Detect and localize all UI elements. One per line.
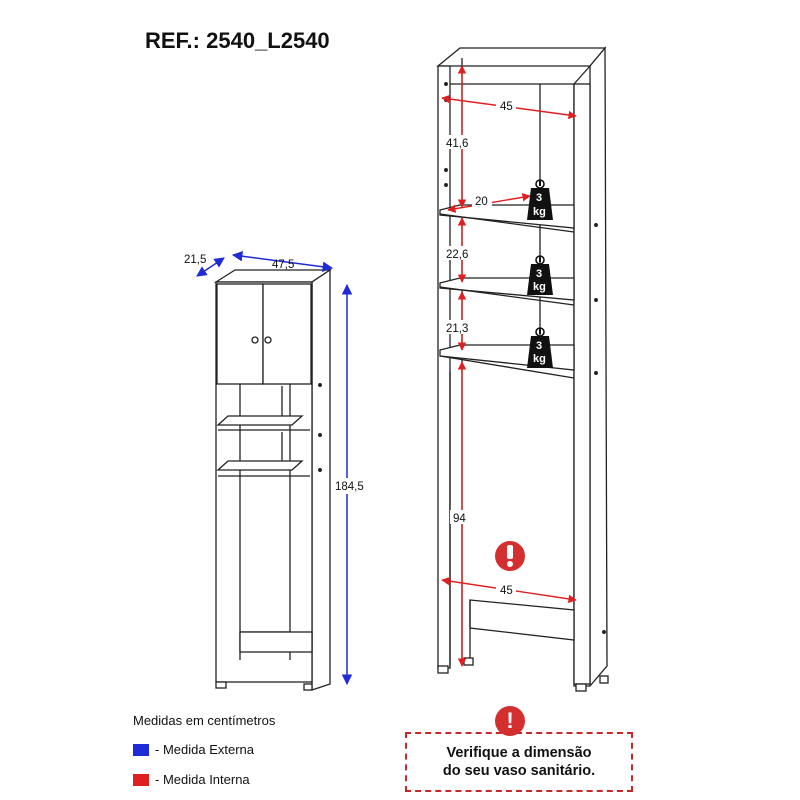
small-depth-label: 21,5 xyxy=(184,254,206,266)
small-shelf-1 xyxy=(216,415,304,426)
svg-text:kg: kg xyxy=(533,353,546,365)
bottom-width-label: 45 xyxy=(500,585,513,597)
svg-text:3: 3 xyxy=(536,192,542,204)
small-cabinet-right-door xyxy=(262,283,312,385)
reference-title: REF.: 2540_L2540 xyxy=(145,28,330,53)
svg-text:3: 3 xyxy=(536,340,542,352)
small-cabinet-side xyxy=(311,268,331,691)
legend-internal: - Medida Interna xyxy=(133,772,250,787)
svg-text:kg: kg xyxy=(533,206,546,218)
svg-text:3: 3 xyxy=(536,268,542,280)
svg-text:kg: kg xyxy=(533,281,546,293)
shelf2-height-label: 21,3 xyxy=(446,323,468,335)
small-cabinet xyxy=(213,268,333,691)
shelf-depth-label: 20 xyxy=(475,196,488,208)
warning-line-1: Verifique a dimensão xyxy=(446,745,592,761)
weight-icon: 3 kg xyxy=(527,179,553,220)
warning-box: Verifique a dimensão do seu vaso sanitár… xyxy=(405,732,633,792)
weight-icon: 3 kg xyxy=(527,327,553,368)
top-width-label: 45 xyxy=(500,101,513,113)
legend-external-label: - Medida Externa xyxy=(155,742,254,757)
bottom-height-label: 94 xyxy=(453,513,466,525)
exclamation-icon xyxy=(495,541,525,571)
large-cabinet-top xyxy=(436,47,607,67)
small-cabinet-top xyxy=(213,269,333,283)
legend-internal-label: - Medida Interna xyxy=(155,772,250,787)
top-height-label: 41,6 xyxy=(446,138,468,150)
legend-title: Medidas em centímetros xyxy=(133,713,276,728)
large-cabinet-left-post xyxy=(437,65,451,669)
shelf1-height-label: 22,6 xyxy=(446,249,468,261)
small-shelf-2 xyxy=(216,460,304,471)
large-shelf-2 xyxy=(439,277,575,301)
small-width-label: 47,5 xyxy=(272,259,294,271)
blue-swatch xyxy=(133,743,149,756)
legend-external: - Medida Externa xyxy=(133,742,254,757)
large-shelf-3 xyxy=(439,344,575,371)
large-bottom-rail xyxy=(469,599,575,641)
exclamation-icon: ! xyxy=(495,706,525,736)
door-knob-right-icon xyxy=(264,336,272,344)
red-swatch xyxy=(133,773,149,786)
warning-line-2: do seu vaso sanitário. xyxy=(442,763,596,779)
small-cabinet-left-door xyxy=(216,283,264,385)
weight-icon: 3 kg xyxy=(527,255,553,295)
small-height-label: 184,5 xyxy=(335,481,364,493)
door-knob-left-icon xyxy=(251,336,259,344)
